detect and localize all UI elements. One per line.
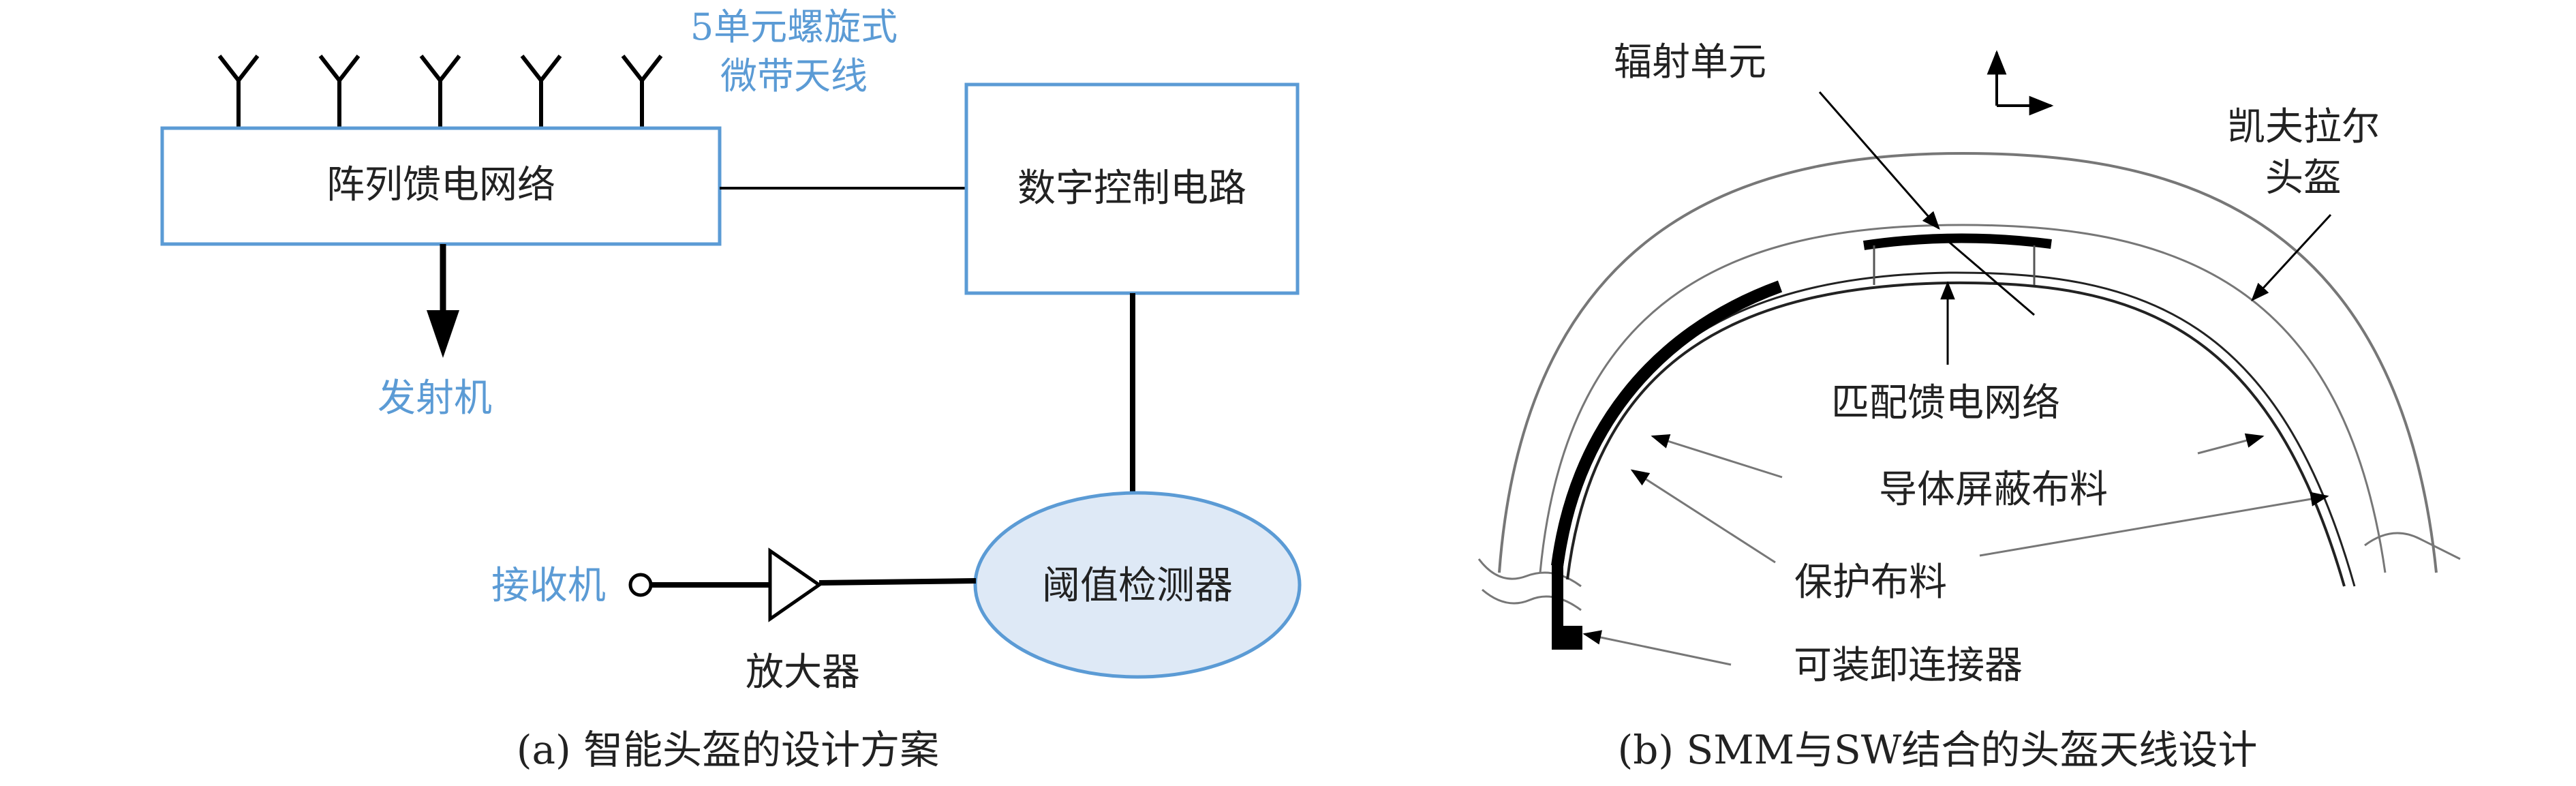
panel-a: 5单元螺旋式 微带天线 阵列馈电网络 发射机 数字控制电路 阈值检测器 接收机 … <box>160 5 1302 773</box>
digital-control-label: 数字控制电路 <box>1017 166 1246 211</box>
conductive-fabric-label: 导体屏蔽布料 <box>1879 468 2108 512</box>
amplifier-label: 放大器 <box>746 650 860 695</box>
helmet-rim-right <box>2364 532 2461 560</box>
connector-leader <box>1582 630 1732 666</box>
protective-leader-left <box>1630 469 1776 564</box>
protective-fabric-layer <box>1559 271 2356 587</box>
conductive-fabric-layer <box>1566 281 2346 587</box>
left-thick-band <box>1551 280 1783 567</box>
amplifier-symbol <box>768 547 823 622</box>
kevlar-helmet-outline <box>1498 151 2438 573</box>
kevlar-label-line1: 凯夫拉尔 <box>2227 105 2380 149</box>
antenna-label-line2: 微带天线 <box>720 55 868 97</box>
caption-a: (a) 智能头盔的设计方案 <box>517 727 939 773</box>
connector-block <box>1552 626 1582 650</box>
receiver-label: 接收机 <box>491 564 606 608</box>
transmitter-label: 发射机 <box>378 376 492 421</box>
connector-body <box>1552 562 1563 644</box>
radiating-leader <box>1818 91 1940 230</box>
kevlar-label-line2: 头盔 <box>2265 156 2342 200</box>
matching-feed-label: 匹配馈电网络 <box>1831 381 2060 425</box>
antenna-icon <box>318 55 361 128</box>
conductive-leader-right <box>2197 433 2265 455</box>
radiating-element <box>1862 233 2052 250</box>
antenna-icon <box>217 55 260 128</box>
kevlar-helmet-inner-outline <box>1539 224 2387 573</box>
antenna-label-line1: 5单元螺旋式 <box>690 5 898 48</box>
caption-b: (b) SMM与SW结合的头盔天线设计 <box>1618 727 2258 773</box>
antenna-array <box>217 55 663 128</box>
protective-leader-right <box>1979 492 2329 557</box>
threshold-detector-ellipse <box>973 491 1302 679</box>
helmet-rim-left <box>1477 558 1582 611</box>
radiating-element-label: 辐射单元 <box>1614 40 1766 85</box>
antenna-icon <box>520 55 562 128</box>
conductive-leader-left <box>1651 434 1783 479</box>
panel-b: 辐射单元 凯夫拉尔 头盔 匹配馈电网络 导体屏蔽布料 保护布料 可装卸连接器 (… <box>1477 40 2461 773</box>
threshold-detector-label: 阈值检测器 <box>1042 564 1233 608</box>
digital-control-box <box>964 82 1300 295</box>
feed-probe <box>1948 241 2035 316</box>
amp-detector-link <box>818 578 977 586</box>
connector-label: 可装卸连接器 <box>1794 644 2023 688</box>
transmitter-arrow-head <box>427 310 459 358</box>
antenna-icon <box>419 55 461 128</box>
feed-network-box <box>160 126 722 246</box>
feed-network-label: 阵列馈电网络 <box>326 163 555 207</box>
protective-fabric-label: 保护布料 <box>1794 560 1947 605</box>
kevlar-leader <box>2251 213 2332 301</box>
receiver-terminal <box>628 573 653 597</box>
antenna-icon <box>621 55 663 128</box>
